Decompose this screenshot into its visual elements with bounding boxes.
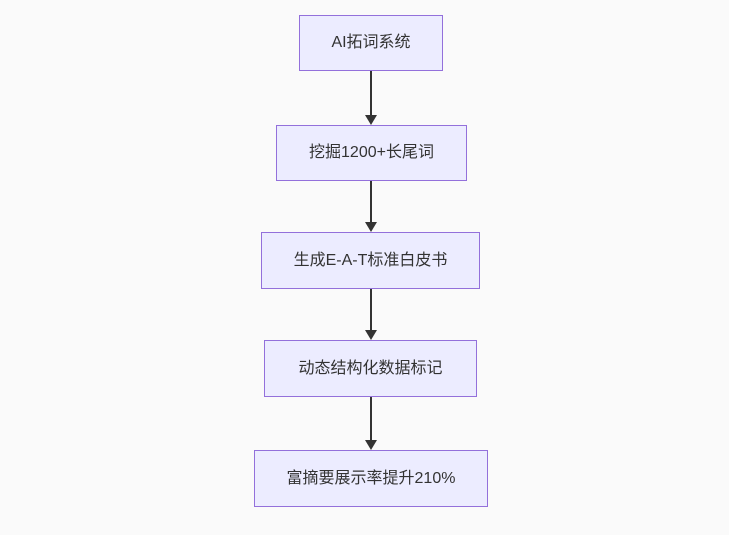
arrow-line — [370, 181, 372, 224]
flowchart-node-mine-longtail-keywords: 挖掘1200+长尾词 — [276, 125, 467, 181]
arrow-head-down-icon — [365, 330, 377, 340]
node-label: 富摘要展示率提升210% — [286, 469, 456, 487]
node-label: 生成E-A-T标准白皮书 — [293, 251, 448, 269]
flowchart-node-rich-snippet-rate-increase: 富摘要展示率提升210% — [254, 450, 488, 507]
flowchart-node-ai-word-expansion-system: AI拓词系统 — [299, 15, 443, 71]
flow-arrow-2 — [365, 181, 377, 232]
node-label: 动态结构化数据标记 — [298, 359, 443, 377]
flowchart-node-generate-eat-whitepaper: 生成E-A-T标准白皮书 — [261, 232, 480, 289]
flow-arrow-4 — [365, 397, 377, 450]
arrow-head-down-icon — [365, 222, 377, 232]
arrow-line — [370, 71, 372, 117]
arrow-head-down-icon — [365, 115, 377, 125]
node-label: AI拓词系统 — [331, 34, 411, 51]
arrow-head-down-icon — [365, 440, 377, 450]
flow-arrow-1 — [365, 71, 377, 125]
arrow-line — [370, 289, 372, 332]
flow-arrow-3 — [365, 289, 377, 340]
node-label: 挖掘1200+长尾词 — [309, 144, 434, 161]
arrow-line — [370, 397, 372, 442]
flowchart-node-dynamic-structured-data-markup: 动态结构化数据标记 — [264, 340, 477, 397]
